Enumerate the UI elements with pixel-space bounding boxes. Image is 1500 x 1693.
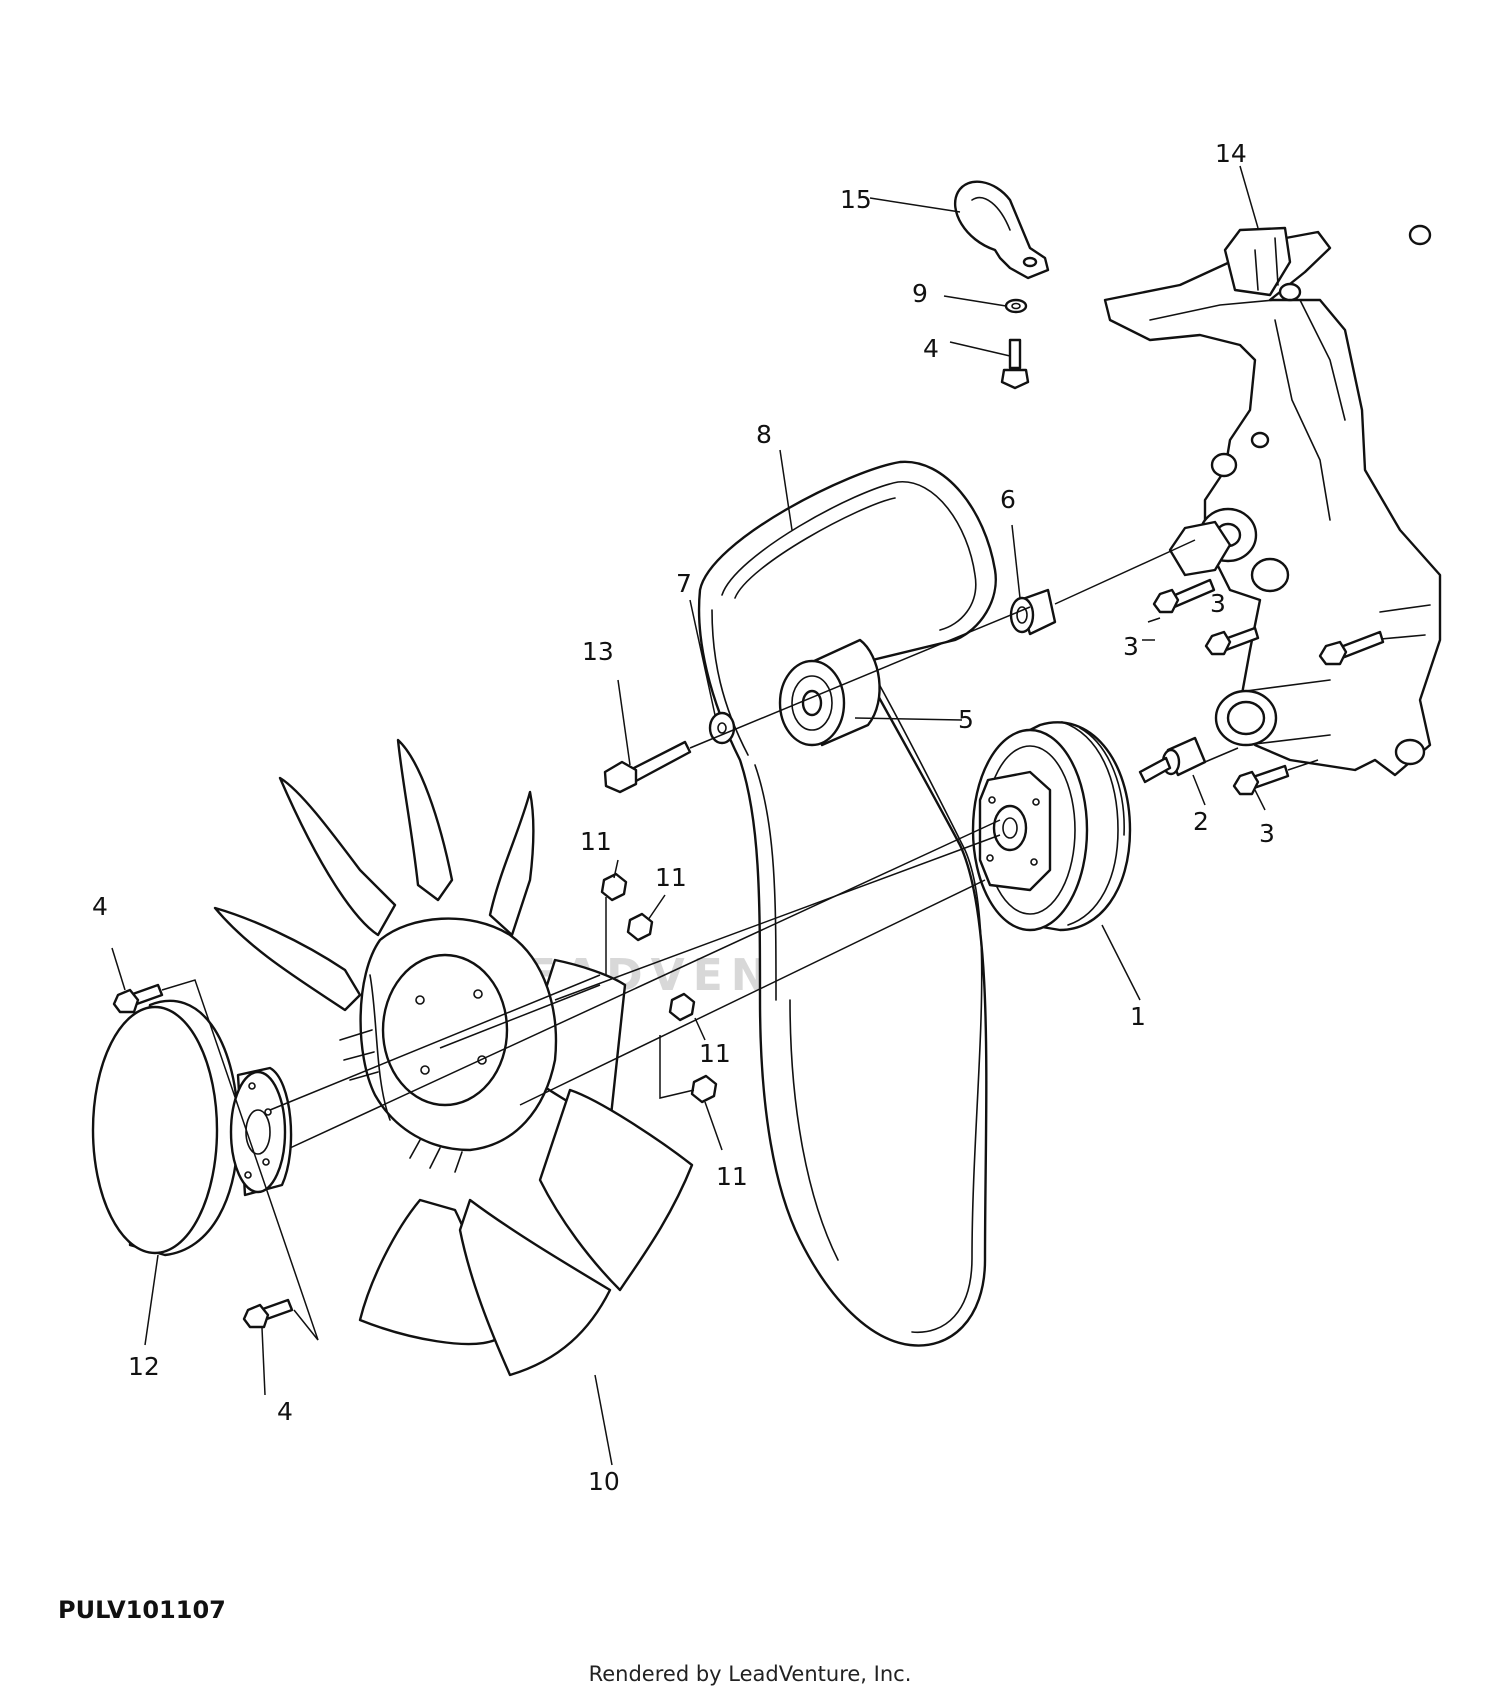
callout-11-a: 11 bbox=[580, 827, 612, 856]
callout-11-b: 11 bbox=[655, 863, 687, 892]
callout-4-top: 4 bbox=[923, 334, 939, 363]
callout-3-b: 3 bbox=[1210, 589, 1226, 618]
part-4-bolt-top bbox=[1000, 338, 1030, 390]
part-1-crank-pulley bbox=[971, 721, 1132, 932]
callout-1: 1 bbox=[1130, 1002, 1146, 1031]
part-2-spacer bbox=[1138, 736, 1207, 784]
callout-13: 13 bbox=[582, 637, 614, 666]
callout-10: 10 bbox=[588, 1467, 620, 1496]
part-9-washer bbox=[1004, 298, 1028, 314]
callout-7: 7 bbox=[676, 569, 692, 598]
callout-2: 2 bbox=[1193, 807, 1209, 836]
part-3-bolts bbox=[1152, 578, 1385, 796]
callout-9: 9 bbox=[912, 279, 928, 308]
callout-5: 5 bbox=[958, 705, 974, 734]
figure-code: PULV101107 bbox=[58, 1596, 226, 1624]
part-4-bolts-left bbox=[112, 983, 294, 1329]
callout-12: 12 bbox=[128, 1352, 160, 1381]
part-15-clamp bbox=[953, 180, 1050, 280]
part-14-bracket bbox=[1103, 224, 1442, 777]
callout-labels: 1 2 3 3 3 4 4 4 5 6 7 8 9 10 11 11 11 11… bbox=[92, 139, 1275, 1496]
leader-lines bbox=[111, 165, 1266, 1466]
callout-4-bottom: 4 bbox=[277, 1397, 293, 1426]
assembly-lines bbox=[161, 539, 1319, 1341]
callout-15: 15 bbox=[840, 185, 872, 214]
callout-14: 14 bbox=[1215, 139, 1247, 168]
callout-11-d: 11 bbox=[716, 1162, 748, 1191]
callout-4-left: 4 bbox=[92, 892, 108, 921]
part-10-fan bbox=[213, 738, 694, 1377]
part-6-bushing bbox=[1009, 588, 1057, 636]
callout-3-a: 3 bbox=[1123, 632, 1139, 661]
part-7-washer bbox=[708, 711, 736, 745]
part-11-nuts bbox=[600, 872, 718, 1104]
callout-3-c: 3 bbox=[1259, 819, 1275, 848]
part-12-fan-drive bbox=[91, 999, 293, 1257]
part-8-belt bbox=[697, 460, 997, 1347]
footer-credit: Rendered by LeadVenture, Inc. bbox=[588, 1662, 912, 1686]
callout-8: 8 bbox=[756, 420, 772, 449]
part-13-bolt bbox=[603, 740, 692, 794]
callout-6: 6 bbox=[1000, 485, 1016, 514]
callout-11-c: 11 bbox=[699, 1039, 731, 1068]
